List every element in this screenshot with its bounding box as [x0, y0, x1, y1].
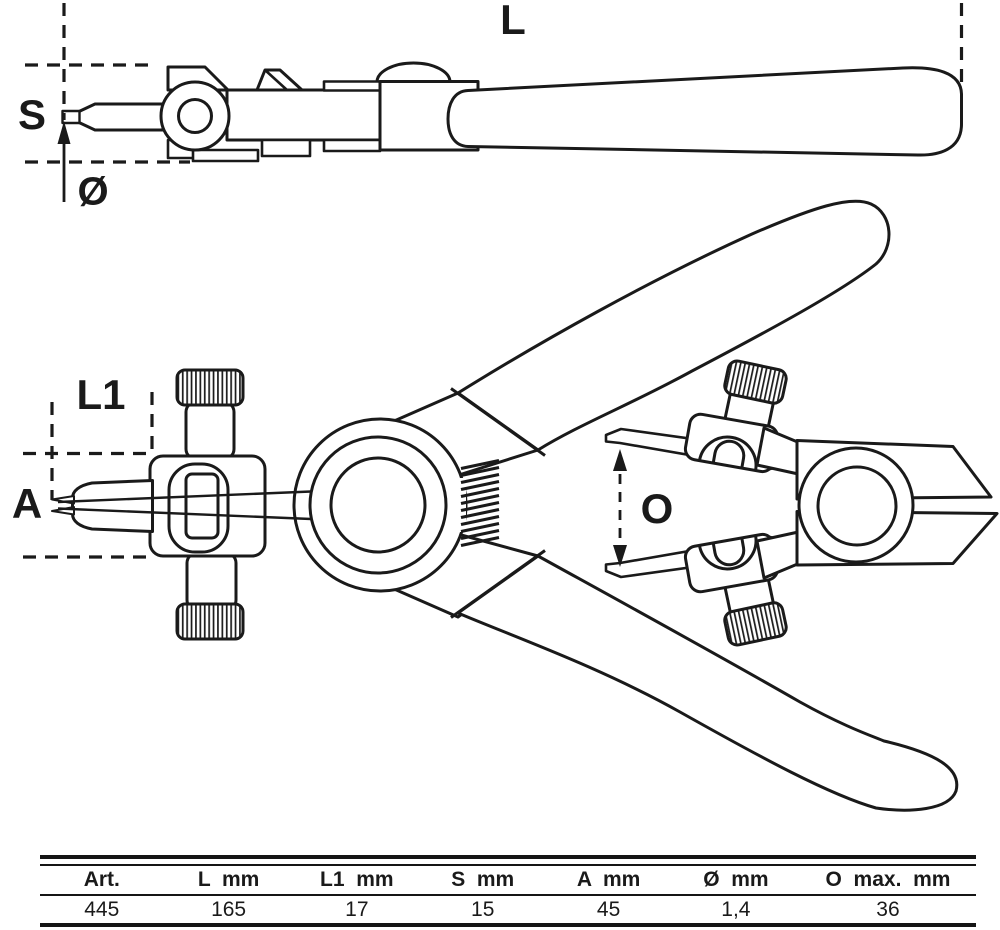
right-lower-clamp-arch: [697, 535, 758, 571]
side-top-ledge: [322, 80, 382, 92]
head-slot-inner: [184, 472, 220, 540]
lower-handle: [456, 554, 959, 812]
value-S: 15: [471, 897, 495, 921]
upper-handle: [456, 199, 891, 452]
side-dome: [375, 61, 452, 83]
label-head-length-L1: L1: [76, 371, 125, 418]
jaw-seam-upper: [57, 490, 312, 504]
right-upper-clamp-arch: [697, 435, 758, 471]
side-under-beam: [260, 138, 312, 158]
col-header-S: S mm: [451, 868, 515, 891]
right-bottom-knurled-knob: [723, 601, 788, 647]
upper-grip-seam: [450, 387, 546, 457]
side-view-dimensions: [25, 3, 964, 202]
top-knurled-knob: [175, 368, 245, 407]
table-header-bottom-rule: [40, 894, 976, 896]
side-lower-bar: [191, 148, 260, 163]
side-pivot-hole: [177, 98, 213, 134]
value-diameter: 1,4: [721, 897, 751, 921]
front-view: [51, 199, 959, 812]
table-bottom-rule: [40, 923, 976, 927]
pivot-hole: [329, 456, 427, 554]
dim-O-arrow-down: [613, 545, 627, 567]
side-handle: [446, 66, 963, 157]
jaw-seam-lower: [57, 507, 312, 521]
bottom-stem: [185, 551, 238, 612]
lower-grip-seam: [450, 549, 546, 619]
front-view-dimensions: [23, 392, 622, 559]
col-header-diameter: Ø mm: [703, 868, 769, 891]
technical-drawing: L S Ø: [12, 0, 999, 812]
label-opening-O: O: [641, 485, 674, 532]
side-view: [61, 61, 963, 163]
label-tip-spread-A: A: [12, 480, 42, 527]
right-top-knurled-knob: [723, 359, 788, 405]
label-tip-S: S: [18, 91, 46, 138]
side-jaw-nose: [77, 102, 165, 132]
side-bottom-ledge: [322, 138, 382, 153]
top-stem: [184, 400, 236, 461]
table-header-top-rule: [40, 864, 976, 866]
spec-table: Art. L mm L1 mm S mm A mm Ø mm O max. mm…: [40, 855, 976, 927]
value-L: 165: [211, 897, 247, 921]
col-header-L: L mm: [197, 868, 260, 891]
table-header-row: Art. L mm L1 mm S mm A mm Ø mm O max. mm: [40, 866, 976, 894]
col-header-art: Art.: [83, 868, 120, 891]
spring-coil: [460, 459, 500, 547]
value-A: 45: [596, 897, 621, 921]
label-diameter: Ø: [77, 170, 108, 214]
side-beam: [225, 88, 382, 142]
dim-O-arrow-up: [613, 449, 627, 471]
col-header-L1: L1 mm: [320, 868, 394, 891]
diameter-arrow-head: [57, 121, 71, 144]
value-L1: 17: [345, 897, 369, 921]
right-pivot-hole: [816, 465, 898, 547]
col-header-O-max: O max. mm: [825, 868, 951, 891]
col-header-A: A mm: [576, 868, 641, 891]
value-O-max: 36: [876, 897, 900, 921]
value-art: 445: [84, 897, 120, 921]
open-head-view: [604, 359, 999, 647]
bottom-knurled-knob: [175, 602, 245, 641]
side-slant-piece: [255, 68, 304, 92]
table-top-rule: [40, 855, 976, 859]
label-length-L: L: [500, 0, 526, 43]
table-data-row: 445 165 17 15 45 1,4 36: [40, 896, 976, 923]
jaw-body: [71, 479, 154, 533]
